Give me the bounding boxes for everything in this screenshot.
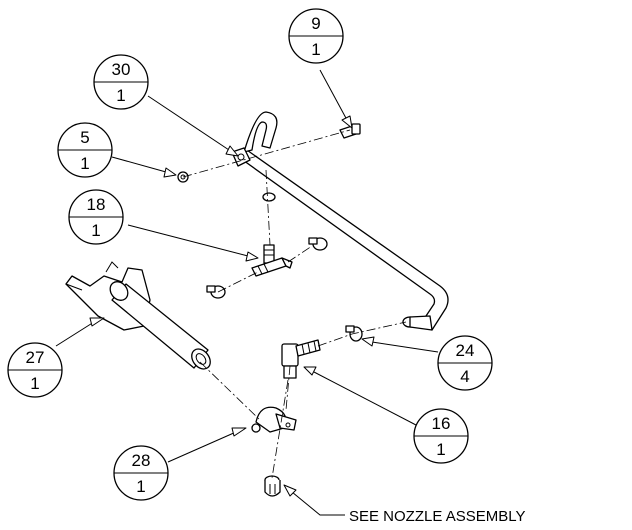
balloon-27-part: 27 xyxy=(26,348,45,367)
clamp-24 xyxy=(345,325,363,342)
balloon-16-part: 16 xyxy=(432,414,451,433)
hose-clamp-b xyxy=(206,285,226,299)
balloon-30-qty: 1 xyxy=(116,86,125,105)
swivel-fitting-16 xyxy=(281,339,321,379)
balloon-28-part: 28 xyxy=(132,451,151,470)
balloon-24-qty: 4 xyxy=(460,367,469,386)
balloon-27-qty: 1 xyxy=(30,374,39,393)
balloon-24: 24 4 xyxy=(437,335,493,391)
balloon-24-part: 24 xyxy=(456,341,475,360)
balloon-9-part: 9 xyxy=(311,14,320,33)
balloon-18: 18 1 xyxy=(68,189,124,245)
balloon-9-qty: 1 xyxy=(311,40,320,59)
nozzle-body xyxy=(264,475,281,497)
tube-upper-bend xyxy=(243,111,278,153)
balloon-27: 27 1 xyxy=(7,342,63,398)
parts-drawing xyxy=(65,111,449,497)
balloon-16-qty: 1 xyxy=(436,440,445,459)
balloon-28-qty: 1 xyxy=(136,477,145,496)
balloon-30: 30 1 xyxy=(93,54,149,110)
spacer xyxy=(262,192,276,202)
balloon-5: 5 1 xyxy=(57,122,113,178)
boom-tube-lower xyxy=(409,315,433,331)
nozzle-assembly-note: SEE NOZZLE ASSEMBLY xyxy=(349,508,525,525)
boom-tube xyxy=(239,147,449,331)
leader-lines xyxy=(55,69,439,516)
balloon-30-part: 30 xyxy=(112,60,131,79)
pipe-clamp-28 xyxy=(251,406,297,433)
balloon-5-part: 5 xyxy=(80,128,89,147)
hose-clamp-a xyxy=(308,237,328,251)
balloon-28: 28 1 xyxy=(113,445,169,501)
balloon-9: 9 1 xyxy=(288,8,344,64)
bracket-30 xyxy=(231,147,251,167)
balloon-18-qty: 1 xyxy=(91,221,100,240)
balloon-16: 16 1 xyxy=(413,408,469,464)
balloon-18-part: 18 xyxy=(87,195,106,214)
balloon-5-qty: 1 xyxy=(80,154,89,173)
bolt-9 xyxy=(339,123,361,139)
tee-fitting-18 xyxy=(251,244,293,277)
